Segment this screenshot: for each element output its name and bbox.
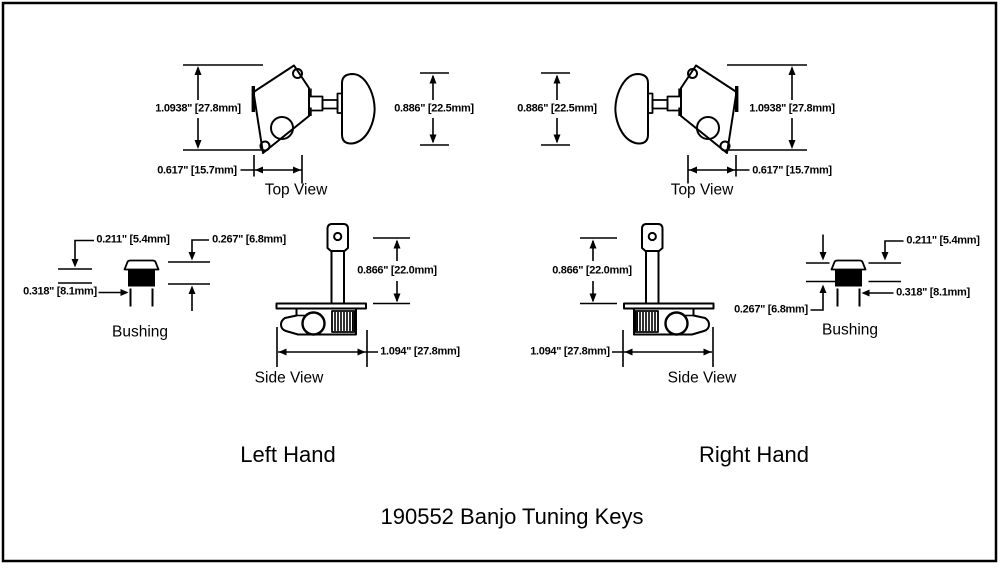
dim-bushing-head-right: 0.211" [5.4mm] [906,234,980,247]
arrowhead [71,259,79,268]
string-post [330,251,345,304]
dim-post-height-left: 0.866" [22.0mm] [357,264,437,277]
tuner-button [341,73,376,145]
dim-bushing-dia-left: 0.318" [8.1mm] [23,285,97,298]
right-bushing-callouts [806,234,904,311]
dim-overall-length-left: 1.094" [27.8mm] [380,345,460,358]
dim-plate-width-right: 0.617" [15.7mm] [752,164,832,177]
dim-plate-height-left: 1.0938" [27.8mm] [155,102,241,115]
drawing-title: 190552 Banjo Tuning Keys [380,504,644,529]
knurl-hatching [334,312,354,331]
bushing-label-right: Bushing [821,321,879,339]
top-view-label-right: Top View [670,181,734,199]
dim-overall-length-right: 1.094" [27.8mm] [530,345,610,358]
dim-bushing-height-right: 0.267" [6.8mm] [734,303,808,316]
post-hole [270,116,294,140]
right-hand-label: Right Hand [698,442,810,467]
dim-bushing-head-left: 0.211" [5.4mm] [96,233,170,246]
dim-button-height-left: 0.886" [22.5mm] [394,102,474,115]
bushing-drawing [123,259,160,307]
knurled-nut [331,310,356,333]
arrowhead [120,289,129,296]
string-hole [333,231,343,242]
dim-post-height-right: 0.866" [22.0mm] [552,264,632,277]
plate-tab [308,88,312,97]
plate-tab [251,86,255,112]
mount-hole-top [292,68,303,79]
arrowhead [861,289,870,297]
top-view-label-left: Top View [264,181,328,199]
dim-button-height-right: 0.886" [22.5mm] [517,102,597,115]
dim-plate-height-right: 1.0938" [27.8mm] [749,102,835,115]
bushing-width-ticks [129,288,154,307]
dim-bushing-height-left: 0.267" [6.8mm] [212,233,286,246]
dim-bushing-dia-right: 0.318" [8.1mm] [896,286,970,299]
mount-hole-bottom [259,140,271,152]
side-view-drawing [275,223,410,367]
left-bushing-callouts [58,239,210,311]
side-view-label-right: Side View [667,369,737,387]
button-shaft-neck [321,99,339,110]
top-view-drawing [183,64,449,184]
side-view-label-left: Side View [254,369,324,387]
extension-lines [183,64,263,151]
dim-plate-width-left: 0.617" [15.7mm] [157,164,237,177]
arrowheads [194,66,202,149]
arrowhead [881,252,889,261]
bushing-body [128,269,155,287]
arrowhead [819,284,827,293]
bushing-flange [123,259,160,271]
bushing-label-left: Bushing [111,323,169,341]
base-plate [275,302,367,310]
gear-housing [280,308,357,336]
plate-tab [308,107,312,116]
arrowhead [188,252,196,261]
arrowhead [188,285,196,294]
left-hand-label: Left Hand [240,442,336,467]
arrowhead [819,252,827,261]
tuner-plate-outline [252,64,310,154]
string-post-cap [326,223,349,252]
worm-gear [301,311,326,336]
